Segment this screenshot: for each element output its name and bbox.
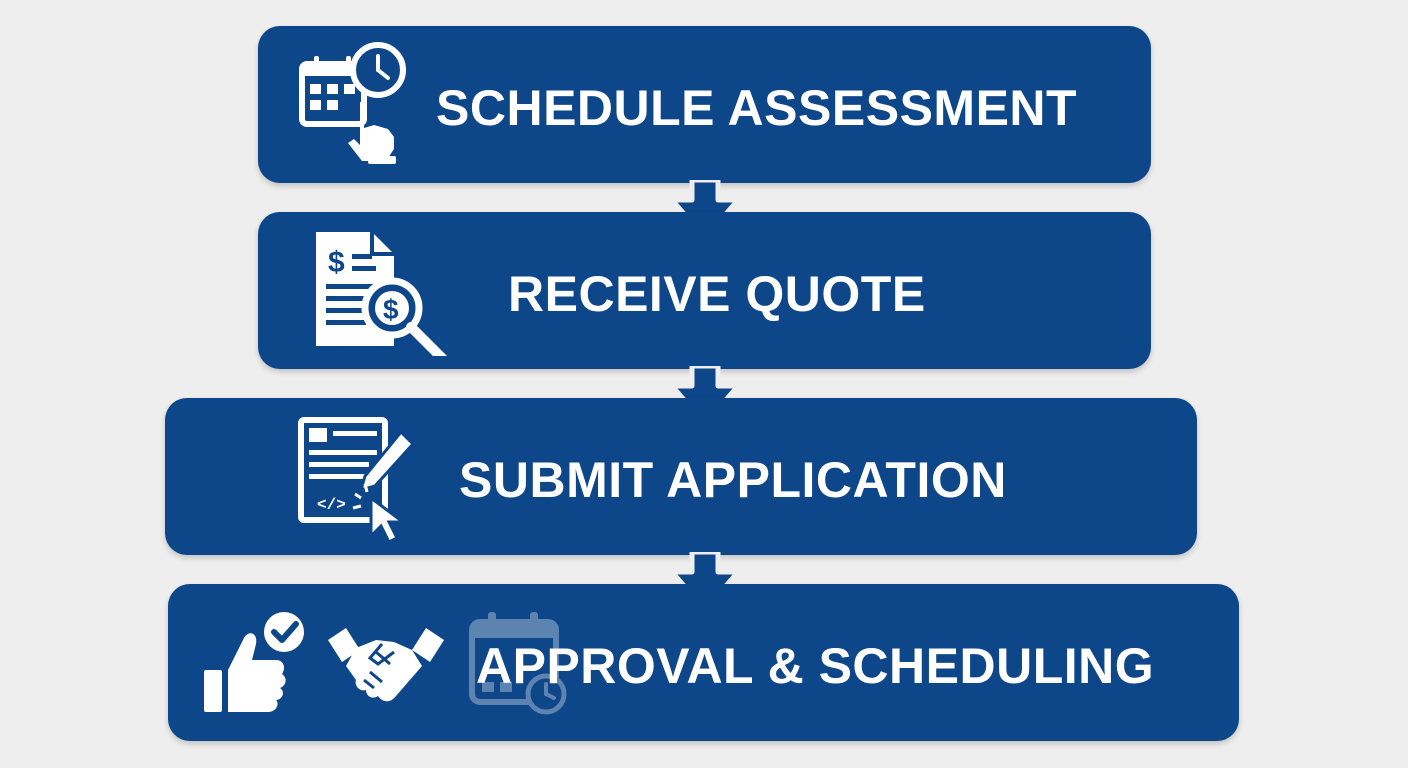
handshake-icon	[328, 628, 444, 702]
thumbs-up-check-icon	[204, 612, 304, 712]
step-receive-quote: $ $ RECEIVE QUOTE	[258, 212, 1151, 369]
step-approval-scheduling: APPROVAL & SCHEDULING	[168, 584, 1239, 741]
svg-text:$: $	[328, 246, 345, 279]
calendar-clock-icon	[469, 612, 567, 715]
step-submit-application: </> SUBMIT APPLICATION	[165, 398, 1197, 555]
step-label: SUBMIT APPLICATION	[459, 452, 1007, 508]
calendar-clock-hand-icon	[299, 42, 406, 164]
step-label: APPROVAL & SCHEDULING	[476, 638, 1155, 694]
svg-text:$: $	[383, 294, 399, 325]
form-pen-cursor-icon: </>	[298, 417, 416, 544]
svg-text:</>: </>	[317, 496, 346, 514]
step-label: RECEIVE QUOTE	[508, 266, 926, 322]
step-label: SCHEDULE ASSESSMENT	[436, 80, 1078, 136]
dollar-document-magnifier-icon: $ $	[316, 232, 448, 356]
step-schedule-assessment: SCHEDULE ASSESSMENT	[258, 26, 1151, 183]
